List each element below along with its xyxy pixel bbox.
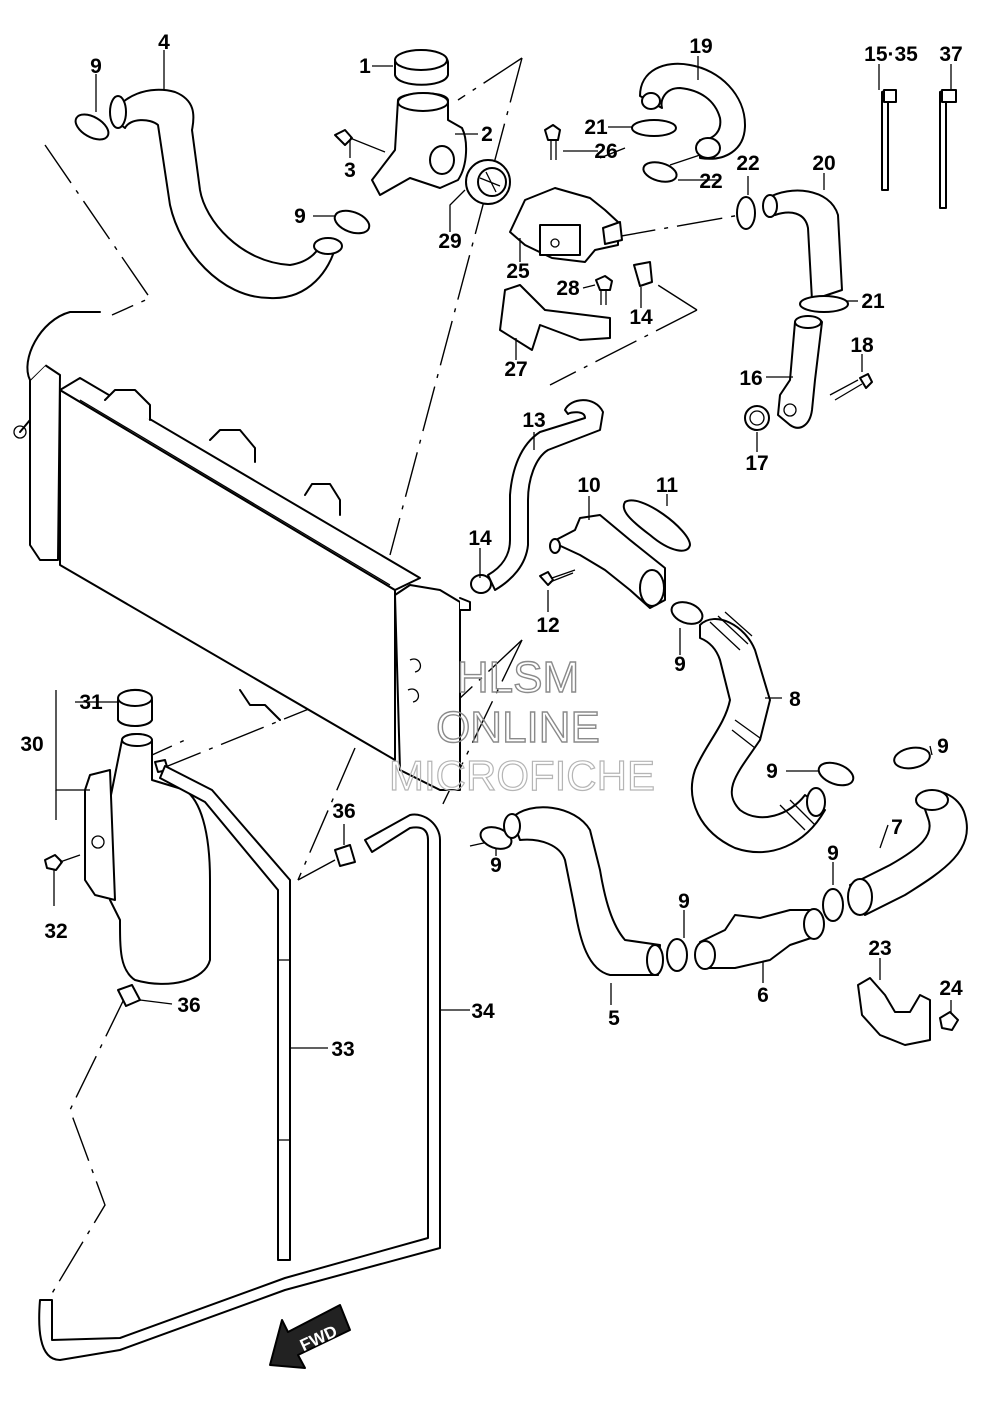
- callout-21-top: 21: [584, 116, 608, 139]
- callout-9-pipe6-left: 9: [678, 890, 690, 913]
- callout-25: 25: [506, 260, 530, 283]
- fwd-arrow-icon: [269, 1304, 351, 1369]
- callout-5: 5: [608, 1007, 620, 1030]
- callout-7: 7: [891, 816, 903, 839]
- callout-32: 32: [44, 920, 67, 943]
- watermark-line3: MICROFICHE: [389, 752, 655, 799]
- callout-9-upper-left: 9: [90, 55, 102, 78]
- callout-26: 26: [594, 140, 617, 163]
- callout-20: 20: [812, 152, 835, 175]
- callout-37: 37: [939, 43, 962, 66]
- fwd-arrow: FWD: [269, 1304, 351, 1369]
- thermostat-case: [499, 124, 623, 351]
- hoses-33-34: [38, 765, 441, 1361]
- assembly-lines: [44, 57, 741, 1301]
- callout-11: 11: [656, 474, 679, 497]
- hose-20: [736, 189, 849, 313]
- callout-14-right: 14: [629, 306, 653, 329]
- hose-13: [470, 261, 653, 594]
- callout-16: 16: [739, 367, 762, 390]
- callout-10: 10: [577, 474, 600, 497]
- callout-19: 19: [689, 35, 712, 58]
- callout-34: 34: [471, 1000, 495, 1023]
- callout-18: 18: [850, 334, 874, 357]
- callout-6: 6: [757, 984, 769, 1007]
- callout-31: 31: [79, 691, 103, 714]
- thermostat: [465, 159, 511, 205]
- hose-7: [847, 789, 968, 916]
- callout-9-hose8: 9: [766, 760, 778, 783]
- callout-33: 33: [331, 1038, 354, 1061]
- reservoir-tank: [44, 688, 211, 985]
- callout-30: 30: [20, 733, 43, 756]
- callout-4: 4: [158, 31, 170, 54]
- callout-13: 13: [522, 409, 545, 432]
- callout-36-upper: 36: [332, 800, 355, 823]
- callouts: 1 2 3 4 5 6 7 8 9 9 9 9 9 9 9 9 10 11 12…: [20, 31, 963, 1061]
- callout-17: 17: [745, 452, 768, 475]
- callout-1: 1: [359, 55, 371, 78]
- bracket-23: [857, 977, 959, 1046]
- callout-29: 29: [438, 230, 461, 253]
- callout-9-pipe10: 9: [674, 653, 686, 676]
- ties: [881, 89, 957, 209]
- callout-23: 23: [868, 937, 891, 960]
- callout-2: 2: [481, 123, 493, 146]
- callout-8: 8: [789, 688, 801, 711]
- hose-4: [109, 88, 343, 300]
- callout-9-hose7-top: 9: [937, 735, 949, 758]
- hose-8: [690, 611, 826, 853]
- watermark: HLSM ONLINE MICROFICHE: [388, 652, 655, 799]
- hose-19: [631, 62, 746, 183]
- callout-15-35: 15·35: [864, 43, 918, 66]
- cap-and-housing: [334, 49, 468, 196]
- callout-22-lower: 22: [699, 170, 722, 193]
- clamps: [74, 113, 931, 972]
- callout-22-upper: 22: [736, 152, 759, 175]
- callout-9-hose5: 9: [490, 854, 502, 877]
- watermark-line2: ONLINE: [436, 703, 600, 752]
- watermark-line1: HLSM: [457, 653, 579, 702]
- hose-5: [503, 806, 664, 976]
- radiator: [13, 311, 471, 791]
- callout-21-right: 21: [861, 290, 885, 313]
- callout-12: 12: [536, 614, 559, 637]
- pipe-16: [744, 315, 873, 431]
- pipe-10: [539, 499, 691, 609]
- callout-14-left: 14: [468, 527, 492, 550]
- pipe-6: [694, 908, 825, 970]
- callout-28: 28: [556, 277, 580, 300]
- callout-36-lower: 36: [177, 994, 200, 1017]
- callout-9-hose4-end: 9: [294, 205, 306, 228]
- leader-lines: [53, 50, 952, 1049]
- callout-27: 27: [504, 358, 527, 381]
- callout-3: 3: [344, 159, 356, 182]
- callout-9-pipe6-right: 9: [827, 842, 839, 865]
- callout-24: 24: [939, 977, 963, 1000]
